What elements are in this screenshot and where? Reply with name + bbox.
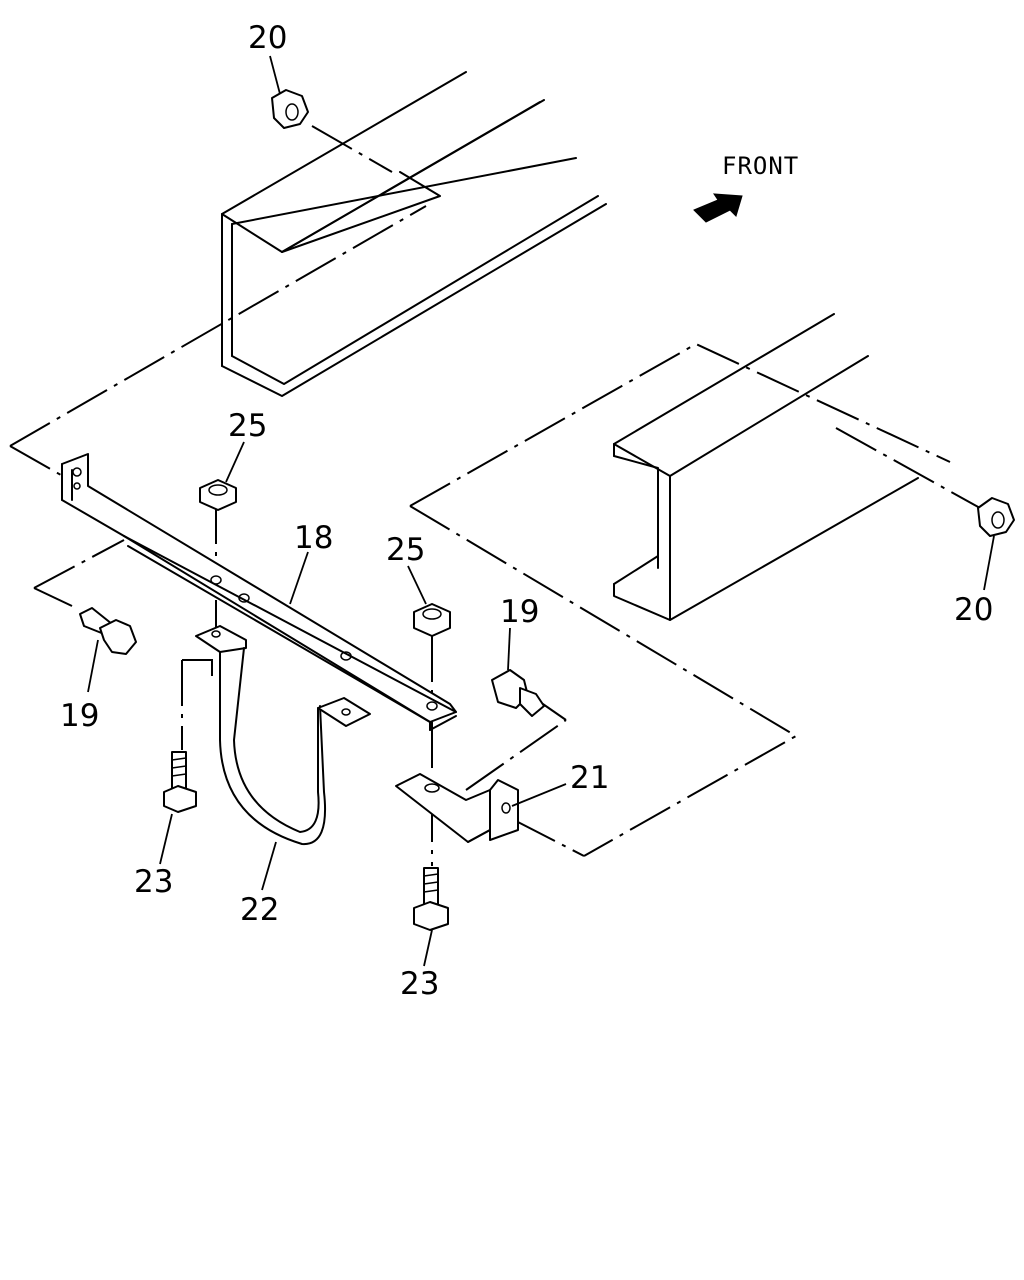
callout-leaders (87, 55, 995, 967)
bolt-23-right (413, 867, 449, 931)
callout-25-right: 25 (386, 532, 425, 568)
callout-19-right: 19 (500, 594, 539, 630)
nut-25-right (413, 603, 451, 637)
callout-20-top: 20 (248, 20, 287, 56)
bolt-23-left (163, 751, 197, 813)
angle-bracket-21 (395, 773, 519, 843)
nut-20-top (271, 89, 309, 129)
left-frame-rail (221, 71, 607, 397)
u-clamp-22 (195, 625, 371, 846)
front-label: FRONT (722, 152, 799, 180)
center-lines (9, 125, 981, 866)
callout-25-left: 25 (228, 408, 267, 444)
callout-20-right: 20 (954, 592, 993, 628)
callout-22: 22 (240, 892, 279, 928)
front-arrow-icon (693, 193, 743, 223)
nut-25-left (199, 479, 237, 511)
callout-19-left: 19 (60, 698, 99, 734)
callout-18: 18 (294, 520, 333, 556)
callout-21: 21 (570, 760, 609, 796)
bolt-19-left (79, 607, 137, 655)
callout-23-left: 23 (134, 864, 173, 900)
callout-23-right: 23 (400, 966, 439, 1002)
nut-20-right (977, 497, 1015, 537)
flat-bar-bracket-18 (61, 453, 457, 731)
right-frame-rail (613, 313, 919, 621)
bolt-19-right (491, 669, 545, 717)
